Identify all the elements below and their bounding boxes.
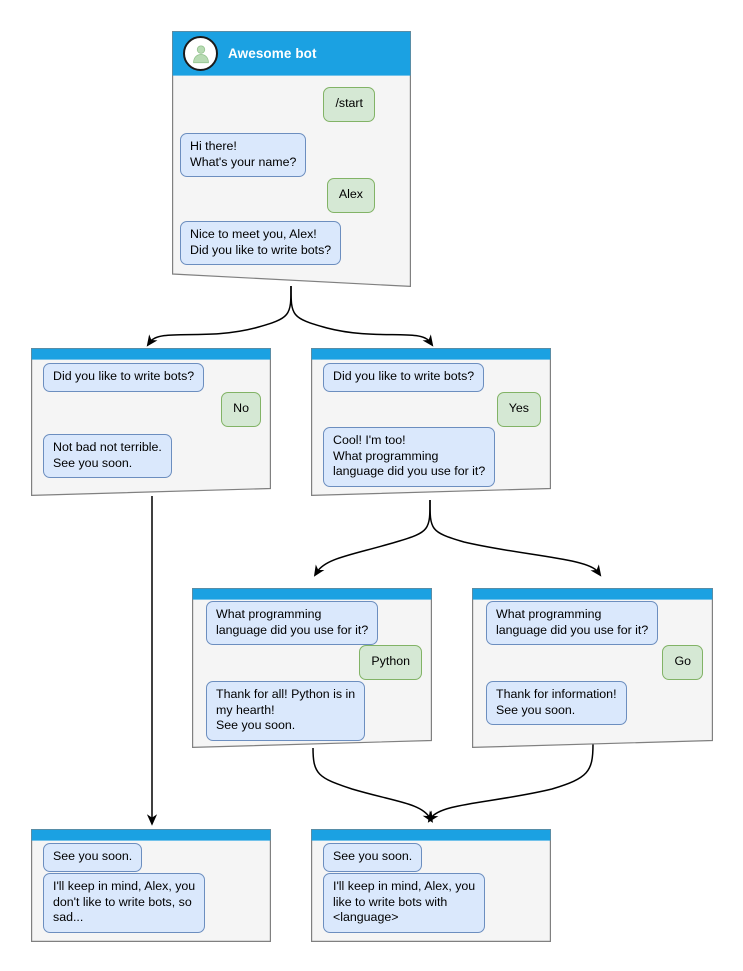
bot-message-bubble: Did you like to write bots?	[323, 363, 485, 392]
message-row: Nice to meet you, Alex! Did you like to …	[172, 221, 411, 265]
bot-message-bubble: Not bad not terrible. See you soon.	[43, 434, 172, 478]
bot-message-bubble: I'll keep in mind, Alex, you like to wri…	[323, 873, 486, 933]
user-message-bubble: Python	[359, 645, 422, 680]
message-row: I'll keep in mind, Alex, you like to wri…	[311, 873, 551, 933]
bot-message-bubble: Thank for information! See you soon.	[486, 681, 627, 725]
node-farewell-no-screen[interactable]: See you soon. I'll keep in mind, Alex, y…	[31, 829, 271, 942]
user-message-bubble: No	[221, 392, 261, 427]
screen-titlebar: Awesome bot	[183, 35, 317, 72]
message-row: See you soon.	[311, 843, 551, 872]
message-row: No	[31, 392, 271, 427]
bot-message-bubble: What programming language did you use fo…	[486, 601, 659, 645]
edge-start-to-yes	[290, 285, 434, 347]
node-language-python-screen[interactable]: What programming language did you use fo…	[192, 588, 432, 748]
user-message-bubble: Alex	[326, 178, 375, 213]
message-row: What programming language did you use fo…	[192, 601, 432, 645]
message-row: Thank for all! Python is in my hearth! S…	[192, 681, 432, 741]
bot-message-bubble: Nice to meet you, Alex! Did you like to …	[180, 221, 342, 265]
message-row: Did you like to write bots?	[311, 363, 551, 392]
bot-message-bubble: Did you like to write bots?	[43, 363, 205, 392]
message-row: /start	[172, 87, 411, 122]
screen-title-text: Awesome bot	[228, 46, 317, 61]
edge-go-to-farewell	[427, 743, 594, 823]
user-message-bubble: /start	[323, 87, 375, 122]
node-answer-no-screen[interactable]: Did you like to write bots? No Not bad n…	[31, 348, 271, 496]
message-row: What programming language did you use fo…	[472, 601, 713, 645]
message-row: Thank for information! See you soon.	[472, 681, 713, 725]
message-row: Python	[192, 645, 432, 680]
message-row: Cool! I'm too! What programming language…	[311, 427, 551, 487]
user-message-bubble: Yes	[496, 392, 541, 427]
message-row: I'll keep in mind, Alex, you don't like …	[31, 873, 271, 933]
message-row: Did you like to write bots?	[31, 363, 271, 392]
message-row: Not bad not terrible. See you soon.	[31, 434, 271, 478]
message-row: Go	[472, 645, 713, 680]
edge-yes-to-python	[313, 499, 431, 577]
message-row: See you soon.	[31, 843, 271, 872]
message-row: Yes	[311, 392, 551, 427]
bot-message-bubble: Thank for all! Python is in my hearth! S…	[206, 681, 366, 741]
message-row: Alex	[172, 178, 411, 213]
edge-yes-to-go	[429, 499, 602, 577]
node-start-screen[interactable]: Awesome bot /start Hi there! What's your…	[172, 31, 411, 287]
message-row: Hi there! What's your name?	[172, 133, 411, 177]
user-message-bubble: Go	[662, 645, 703, 680]
bot-message-bubble: I'll keep in mind, Alex, you don't like …	[43, 873, 206, 933]
bot-message-bubble: Hi there! What's your name?	[180, 133, 307, 177]
node-farewell-yes-screen[interactable]: See you soon. I'll keep in mind, Alex, y…	[311, 829, 551, 942]
edge-start-to-no	[146, 285, 292, 347]
bot-message-bubble: See you soon.	[323, 843, 423, 872]
bot-message-bubble: What programming language did you use fo…	[206, 601, 379, 645]
bot-message-bubble: Cool! I'm too! What programming language…	[323, 427, 496, 487]
node-language-go-screen[interactable]: What programming language did you use fo…	[472, 588, 713, 748]
bot-message-bubble: See you soon.	[43, 843, 143, 872]
person-avatar-icon	[183, 36, 218, 71]
edge-python-to-farewell	[312, 747, 433, 823]
node-answer-yes-screen[interactable]: Did you like to write bots? Yes Cool! I'…	[311, 348, 551, 496]
